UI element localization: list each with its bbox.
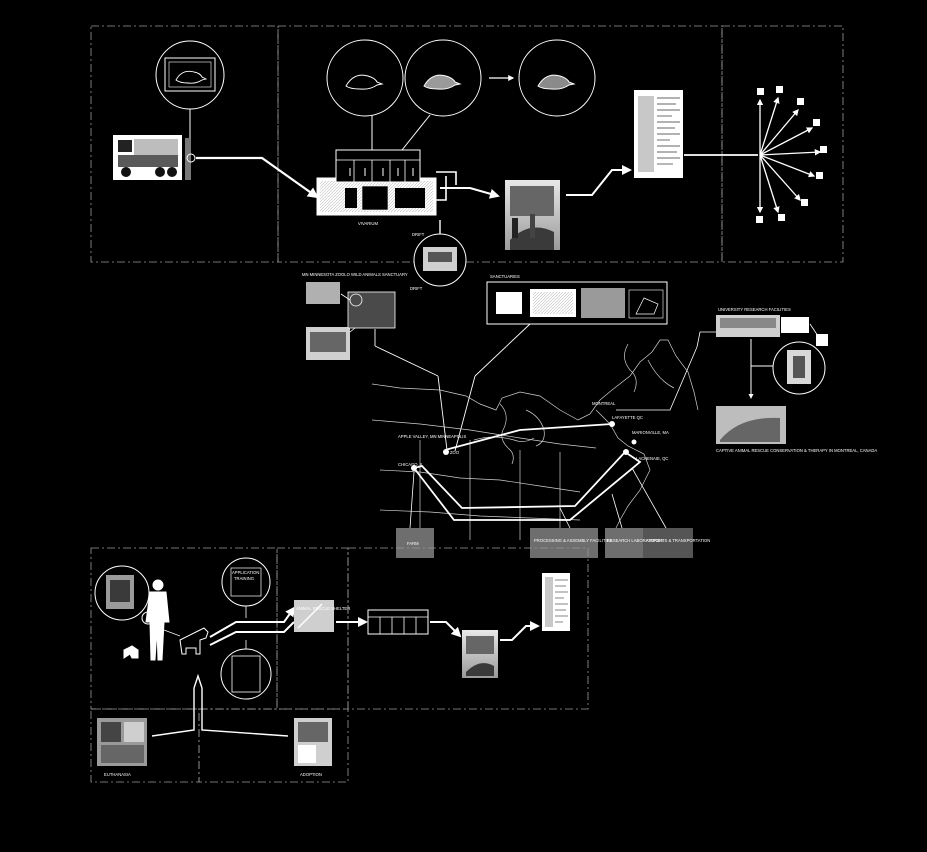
leader-lines [374, 323, 531, 452]
mouse-cage-circle [155, 40, 225, 150]
panel-transport [90, 25, 279, 263]
marion-label: MARIONVILLE, MA [632, 430, 669, 435]
route-north [444, 423, 613, 451]
loop-arrow [436, 171, 457, 185]
transport-box-label: AIRPORTS & TRANSPORTATION [646, 538, 710, 543]
processing-box-label: PROCESSING & ASSEMBLY FACILITIES [534, 538, 612, 543]
data-sheet [634, 90, 683, 178]
adoption-label: ADOPTION [300, 772, 322, 777]
mouse-icon [175, 70, 208, 84]
farm-box-label: FARM [407, 541, 419, 546]
white-mouse-icon [345, 74, 384, 90]
flow-vivarium-to-lab [440, 187, 500, 199]
rehab-facility [367, 609, 429, 635]
grey-mouse-icon [423, 74, 462, 90]
university-photos [616, 315, 828, 444]
person-with-dogs [123, 579, 209, 661]
montreal-label: MONTREAL [592, 401, 616, 406]
flow-rescue-to-shelter [209, 606, 296, 638]
book-circle [94, 565, 150, 621]
bottom-lab-photo [462, 630, 498, 678]
zoo-map-label: ZOO [450, 450, 460, 455]
application-circle: APPLICATION TRAINING [221, 557, 271, 618]
recipient-icons [756, 86, 827, 223]
truck-image [113, 135, 191, 180]
flow-to-data-bottom [500, 621, 540, 641]
sanctuary-box [486, 281, 668, 325]
transport-box [643, 528, 693, 558]
north-america-map [371, 339, 699, 541]
flow-rehab-down [430, 621, 462, 638]
research-box-label: RESEARCH LABORATORIES [607, 538, 664, 543]
captive-caption: CAPTIVE ANIMAL RESCUE CONSERVATION & THE… [716, 448, 877, 453]
rescue-shelter: ANIMAL RESCUE SHELTER [294, 600, 350, 632]
application-sub-label: TRAINING [234, 576, 254, 581]
category-boxes [396, 528, 693, 558]
bottom-panels [90, 547, 589, 783]
apple-valley-label: APPLE VALLEY, MN MINNEAPOLIS [398, 434, 466, 439]
lab-photo [505, 180, 560, 250]
adoption-photos [294, 718, 332, 766]
animal-rescue-label: ANIMAL RESCUE SHELTER [296, 606, 350, 611]
zoo-photos [306, 282, 396, 360]
farm-box [396, 528, 434, 558]
lafayette-label: LAFAYETTE QC [612, 415, 643, 420]
bottom-data-sheet [542, 573, 570, 631]
research-box [605, 528, 643, 558]
box-leaders [409, 467, 667, 529]
vivarium-label: VIVARIUM [358, 221, 378, 226]
drift-label-bottom: DRIFT [410, 286, 423, 291]
top-panels [90, 25, 844, 263]
adoption-circle [220, 640, 272, 700]
university-label: UNIVERSITY RESEARCH FACILITIES [718, 307, 791, 312]
lachenaie-label: LACHENAIE, QC [636, 456, 668, 461]
mouse-variants [326, 39, 596, 151]
distribution-fan [756, 96, 822, 214]
minnesota-zoo-label: MN MINNESOTA ZOOLO WILD ANIMALS SANCTUAR… [302, 272, 408, 277]
euthanasia-photos [97, 718, 147, 766]
drift-circle: DRIFT DRIFT [410, 232, 467, 291]
flow-lab-to-data [566, 165, 632, 196]
route-loop [412, 450, 642, 521]
processing-box [530, 528, 598, 558]
euthanasia-label: EUTHANASIA [104, 772, 131, 777]
vivarium-building [316, 149, 437, 216]
application-label: APPLICATION [232, 570, 259, 575]
flow-truck-to-vivarium [196, 156, 319, 199]
modified-mouse-icon [537, 74, 576, 90]
fork-paths [151, 673, 289, 737]
drift-label-top: DRIFT [412, 232, 425, 237]
truck-node [186, 153, 196, 163]
map-nodes [411, 421, 637, 471]
panel-distribution [721, 25, 844, 263]
sanctuary-title: SANCTUARIES [490, 274, 520, 279]
chicago-label: CHICAGO, IL [398, 462, 424, 467]
